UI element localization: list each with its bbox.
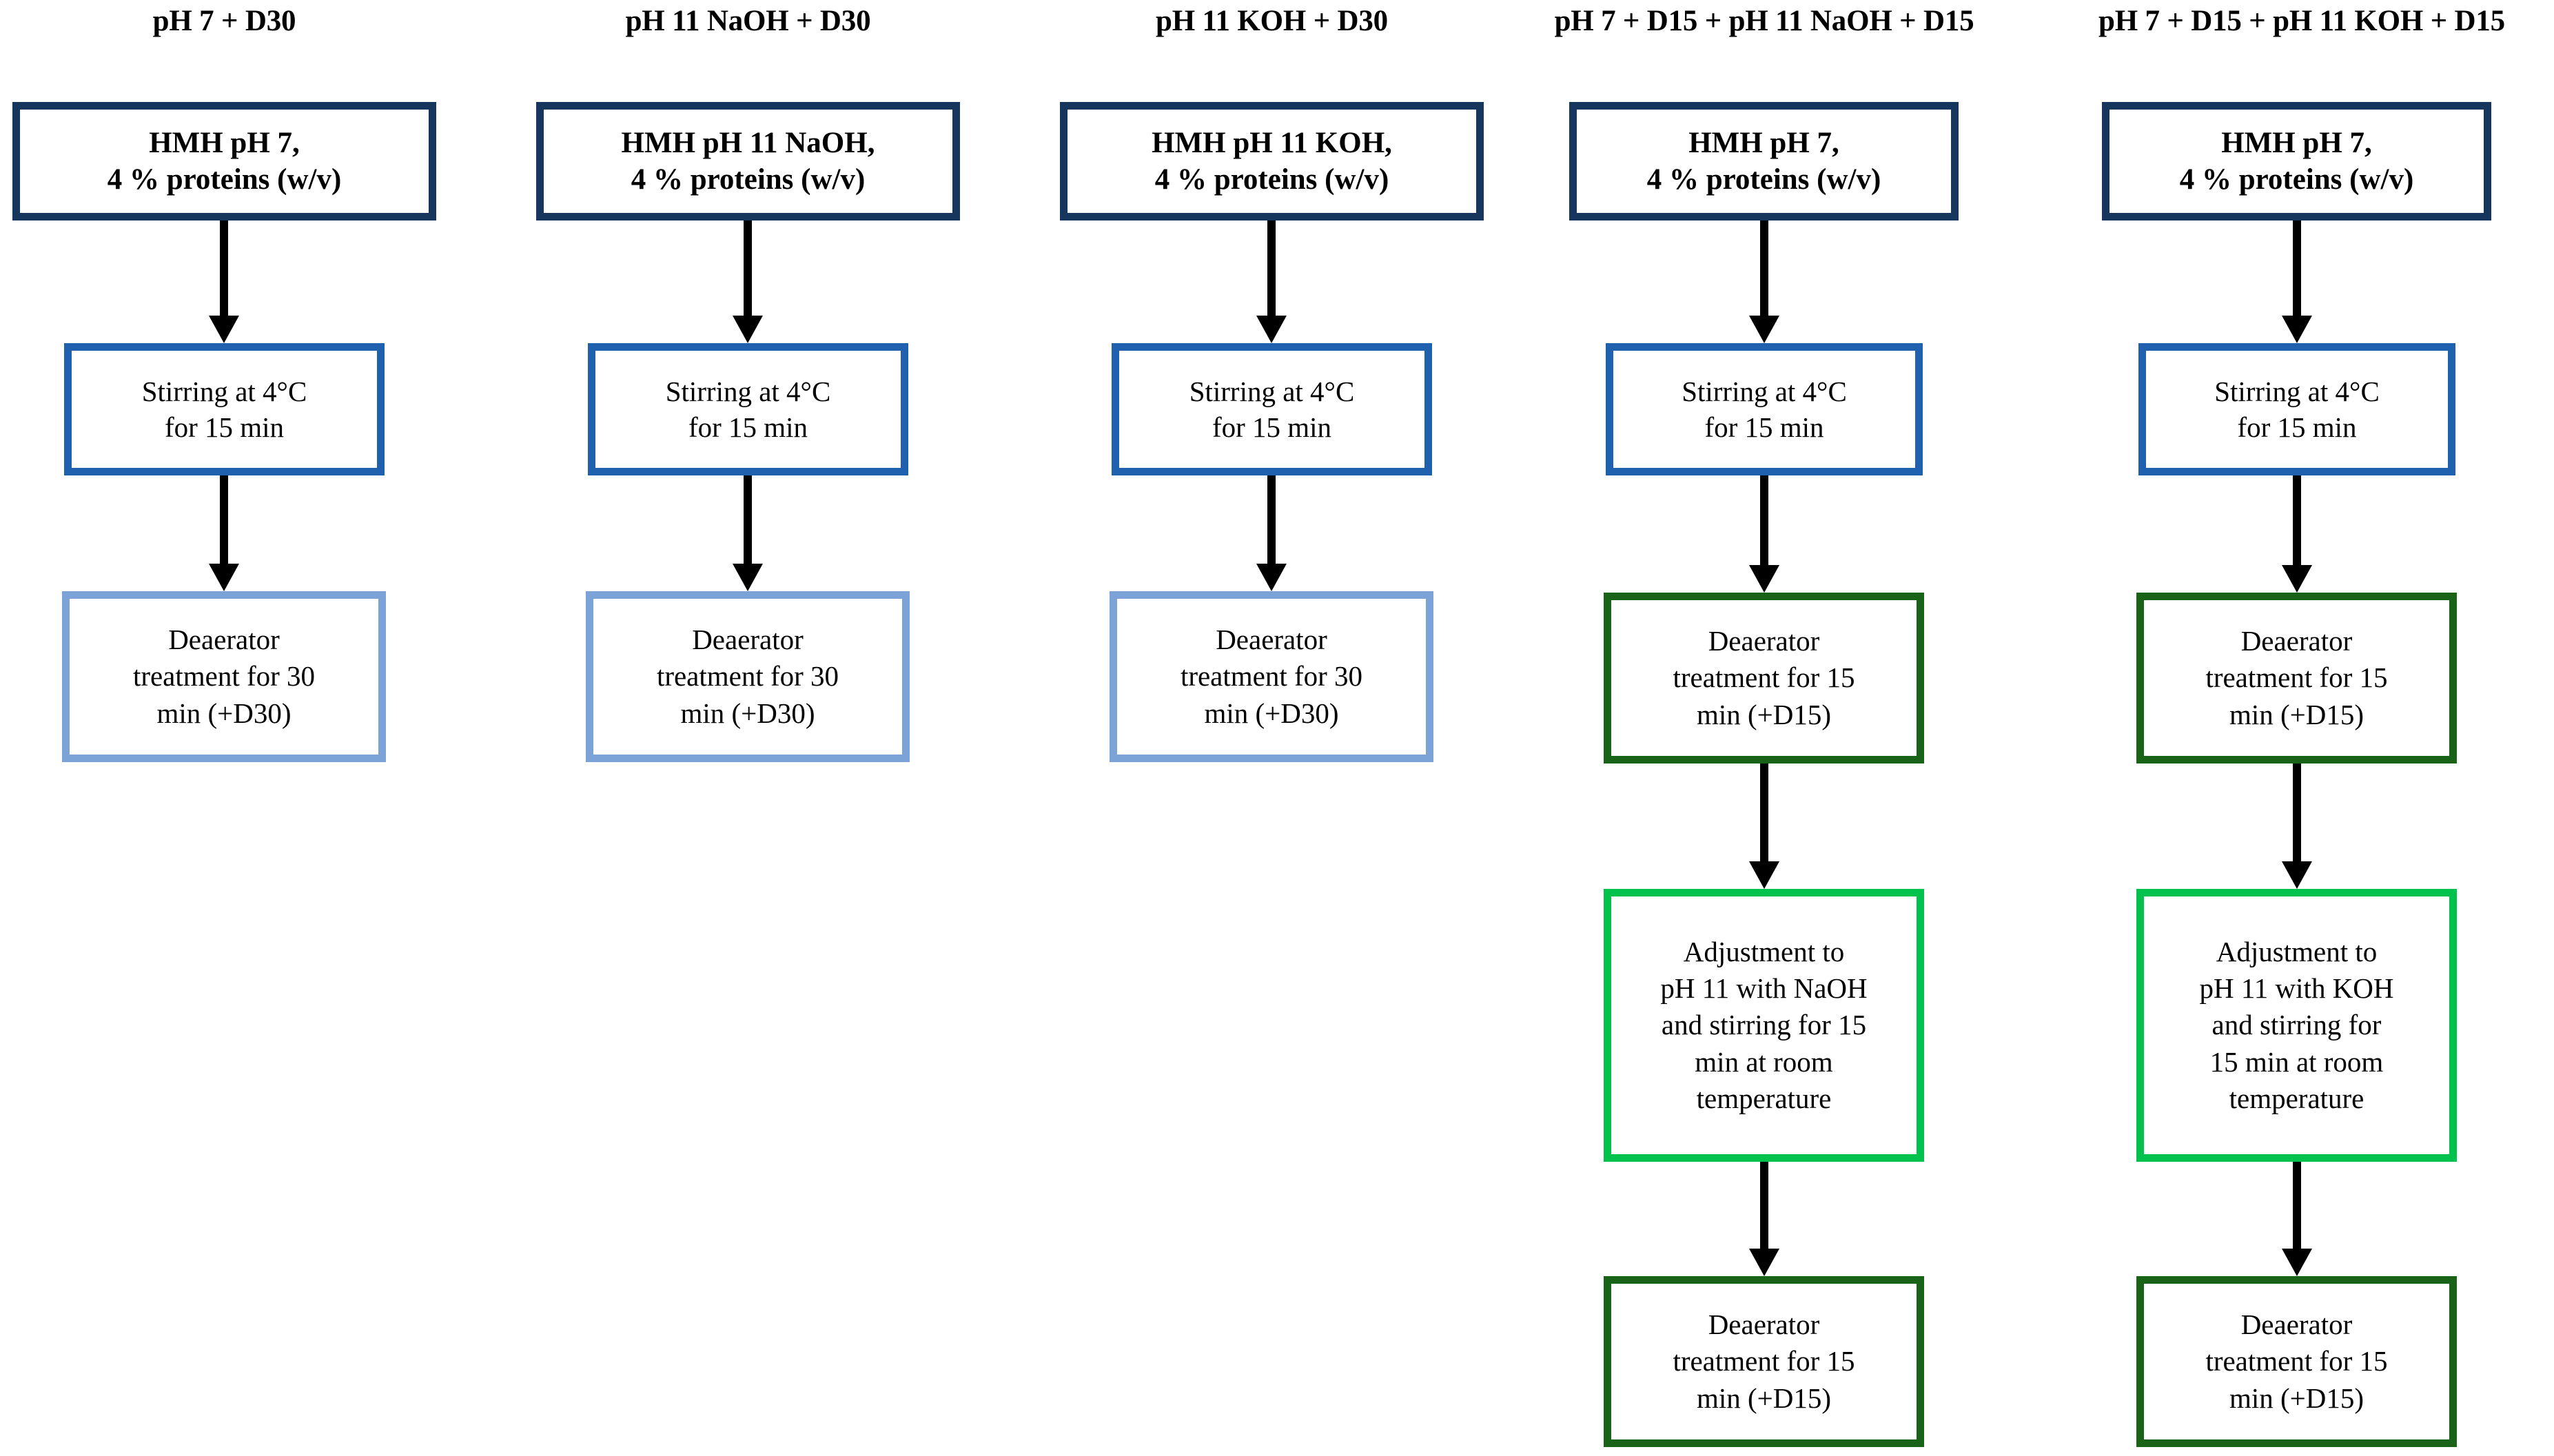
node-label: Deaerator treatment for 30 min (+D30)	[132, 624, 316, 729]
flow-column-ph11-naoh-d30: pH 11 NaOH + D30 HMH pH 11 NaOH, 4 % pro…	[536, 0, 960, 1456]
flow-column-ph7-d15-naoh-d15: pH 7 + D15 + pH 11 NaOH + D15 HMH pH 7, …	[1547, 0, 1981, 1456]
node-deaerator-d15-final: Deaerator treatment for 15 min (+D15)	[1604, 1276, 1924, 1447]
node-label: Adjustment to pH 11 with NaOH and stirri…	[1660, 935, 1868, 1114]
column-header: pH 11 NaOH + D30	[625, 5, 871, 37]
node-stirring: Stirring at 4°C for 15 min	[588, 343, 908, 475]
node-hmh-ph7: HMH pH 7, 4 % proteins (w/v)	[1569, 102, 1959, 221]
node-stirring: Stirring at 4°C for 15 min	[64, 343, 385, 475]
node-label: Deaerator treatment for 15 min (+D15)	[2205, 1309, 2388, 1414]
node-hmh-ph7: HMH pH 7, 4 % proteins (w/v)	[12, 102, 436, 221]
node-hmh-ph11-naoh: HMH pH 11 NaOH, 4 % proteins (w/v)	[536, 102, 960, 221]
node-label: Deaerator treatment for 15 min (+D15)	[1673, 625, 1855, 730]
column-header: pH 11 KOH + D30	[1156, 5, 1388, 37]
column-header: pH 7 + D30	[152, 5, 296, 37]
node-deaerator-d15: Deaerator treatment for 15 min (+D15)	[1604, 593, 1924, 763]
node-stirring: Stirring at 4°C for 15 min	[2138, 343, 2455, 475]
node-label: Stirring at 4°C for 15 min	[1682, 375, 1847, 443]
flow-column-ph7-d30: pH 7 + D30 HMH pH 7, 4 % proteins (w/v) …	[12, 0, 436, 1456]
node-label: HMH pH 7, 4 % proteins (w/v)	[107, 126, 342, 196]
flow-column-ph7-d15-koh-d15: pH 7 + D15 + pH 11 KOH + D15 HMH pH 7, 4…	[2074, 0, 2529, 1456]
column-header: pH 7 + D15 + pH 11 KOH + D15	[2098, 5, 2505, 37]
node-ph-adjustment-naoh: Adjustment to pH 11 with NaOH and stirri…	[1604, 889, 1924, 1162]
node-ph-adjustment-koh: Adjustment to pH 11 with KOH and stirrin…	[2136, 889, 2457, 1162]
node-label: Stirring at 4°C for 15 min	[141, 375, 307, 443]
node-label: Adjustment to pH 11 with KOH and stirrin…	[2199, 935, 2394, 1114]
node-deaerator-d15: Deaerator treatment for 15 min (+D15)	[2136, 593, 2457, 763]
node-deaerator-d15-final: Deaerator treatment for 15 min (+D15)	[2136, 1276, 2457, 1447]
node-label: Deaerator treatment for 30 min (+D30)	[1180, 624, 1363, 729]
node-label: Deaerator treatment for 15 min (+D15)	[1673, 1309, 1855, 1414]
node-label: Deaerator treatment for 30 min (+D30)	[656, 624, 839, 729]
node-hmh-ph11-koh: HMH pH 11 KOH, 4 % proteins (w/v)	[1060, 102, 1484, 221]
node-stirring: Stirring at 4°C for 15 min	[1606, 343, 1923, 475]
node-deaerator-d30: Deaerator treatment for 30 min (+D30)	[62, 591, 386, 762]
node-label: Deaerator treatment for 15 min (+D15)	[2205, 625, 2388, 730]
node-label: HMH pH 11 NaOH, 4 % proteins (w/v)	[621, 126, 875, 196]
column-header: pH 7 + D15 + pH 11 NaOH + D15	[1554, 5, 1974, 37]
node-hmh-ph7: HMH pH 7, 4 % proteins (w/v)	[2102, 102, 2491, 221]
node-label: Stirring at 4°C for 15 min	[1189, 375, 1355, 443]
flow-column-ph11-koh-d30: pH 11 KOH + D30 HMH pH 11 KOH, 4 % prote…	[1060, 0, 1484, 1456]
node-deaerator-d30: Deaerator treatment for 30 min (+D30)	[1110, 591, 1433, 762]
node-label: HMH pH 7, 4 % proteins (w/v)	[2179, 126, 2414, 196]
node-label: Stirring at 4°C for 15 min	[665, 375, 831, 443]
node-label: HMH pH 11 KOH, 4 % proteins (w/v)	[1152, 126, 1392, 196]
node-label: Stirring at 4°C for 15 min	[2214, 375, 2380, 443]
node-label: HMH pH 7, 4 % proteins (w/v)	[1646, 126, 1881, 196]
node-stirring: Stirring at 4°C for 15 min	[1112, 343, 1432, 475]
node-deaerator-d30: Deaerator treatment for 30 min (+D30)	[586, 591, 910, 762]
